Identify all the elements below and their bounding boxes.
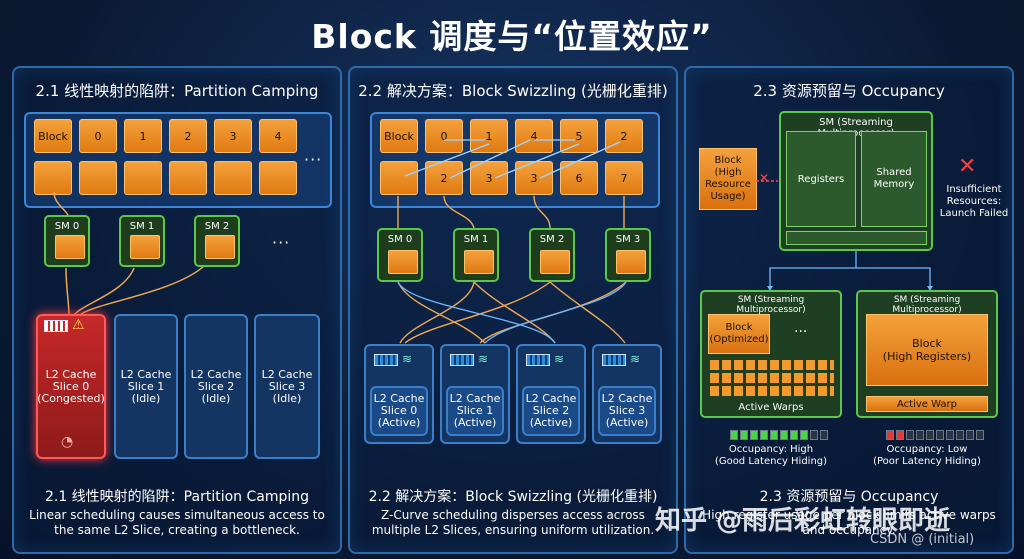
insufficient-text: Insufficient Resources: Launch Failed — [939, 184, 1009, 219]
flow-arrows — [53, 191, 205, 320]
l2-slice-2: L2 Cache Slice 2 (Idle) — [184, 314, 248, 459]
csdn-mark: CSDN @ (initial) — [870, 532, 975, 547]
congestion-icon: ⚠ — [44, 317, 98, 333]
panel-partition-camping: 2.1 线性映射的陷阱：Partition Camping Block 0 1 … — [12, 66, 342, 554]
grid-block — [259, 161, 297, 195]
ellipsis: ··· — [272, 233, 291, 252]
occupancy-high: Occupancy: High — [728, 444, 814, 455]
caption-title: 2.2 解决方案：Block Swizzling (光栅化重排) — [368, 489, 658, 505]
ellipsis: ··· — [304, 150, 323, 169]
grid-block: 1 — [124, 119, 162, 153]
block-high-registers: Block (High Registers) — [866, 314, 988, 386]
caption-line: Linear scheduling causes simultaneous ac… — [29, 508, 325, 522]
sm-0: SM 0 — [44, 215, 90, 267]
occupancy-high-meter — [730, 430, 828, 440]
occupancy-low-note: (Poor Latency Hiding) — [873, 456, 981, 467]
grid-block — [214, 161, 252, 195]
sm-3: SM 3 — [605, 228, 651, 282]
grid-block — [124, 161, 162, 195]
grid-block: 4 — [515, 119, 553, 153]
registers-block: Registers — [786, 131, 856, 227]
fail-x-icon: ✕ — [958, 154, 977, 179]
panel-occupancy: 2.3 资源预留与 Occupancy Block (High Resource… — [684, 66, 1014, 554]
grid-block — [79, 161, 117, 195]
panel-title: 2.2 解决方案：Block Swizzling (光栅化重排) — [358, 82, 668, 100]
grid-block: 4 — [259, 119, 297, 153]
swizzle-arrows — [397, 139, 627, 344]
l2-slice-3: L2 Cache Slice 3 (Idle) — [254, 314, 320, 459]
block-optimized: Block (Optimized) — [708, 314, 770, 354]
grid-block: 3 — [214, 119, 252, 153]
l2-slice-1: L2 Cache Slice 1 (Active) — [446, 386, 504, 436]
l2-slice-0: L2 Cache Slice 0 (Active) — [370, 386, 428, 436]
sm-1: SM 1 — [119, 215, 165, 267]
panel-block-swizzling: 2.2 解决方案：Block Swizzling (光栅化重排) Block 0… — [348, 66, 678, 554]
shared-memory-block: Shared Memory — [861, 131, 927, 227]
occupancy-high-note: (Good Latency Hiding) — [714, 456, 828, 467]
active-warps-label: Active Warps — [738, 402, 804, 413]
activity-icon: ≋ — [374, 353, 412, 366]
occupancy-low-meter — [886, 430, 984, 440]
grid-block — [34, 161, 72, 195]
grid-block: 2 — [605, 119, 643, 153]
activity-icon: ≋ — [602, 353, 640, 366]
panel-title: 2.1 线性映射的陷阱：Partition Camping — [35, 82, 319, 100]
blocked-arrow — [756, 180, 778, 182]
sm-0: SM 0 — [377, 228, 423, 282]
grid-block: Block — [34, 119, 72, 153]
grid-block: 2 — [425, 161, 463, 195]
activity-icon: ≋ — [526, 353, 564, 366]
active-warp: Active Warp — [866, 396, 988, 412]
panel-title: 2.3 资源预留与 Occupancy — [753, 82, 945, 100]
split-connectors — [767, 251, 933, 291]
watermark: 知乎 @雨后彩虹转眼即逝 — [655, 506, 951, 536]
l2-slice-0: L2 Cache Slice 0 (Congested) — [36, 314, 106, 459]
l2-slice-3: L2 Cache Slice 3 (Active) — [598, 386, 656, 436]
sm-1: SM 1 — [453, 228, 499, 282]
grid-block: Block — [380, 119, 418, 153]
caption-line: multiple L2 Slices, ensuring uniform uti… — [371, 523, 655, 537]
grid-block: 3 — [470, 161, 508, 195]
blocked-arrow-icon: ✕ — [759, 171, 770, 185]
grid-block: 0 — [79, 119, 117, 153]
grid-block: 5 — [560, 119, 598, 153]
grid-block — [380, 161, 418, 195]
block-high-resource: Block (High Resource Usage) — [699, 148, 757, 210]
caption-line: High register usage per block limits act… — [702, 508, 996, 537]
l2-slice-1: L2 Cache Slice 1 (Idle) — [114, 314, 178, 459]
sm-2: SM 2 — [529, 228, 575, 282]
gauge-icon: ◔ — [61, 434, 74, 450]
ellipsis: ··· — [794, 324, 808, 340]
caption-line: Z-Curve scheduling disperses access acro… — [381, 508, 645, 522]
caption-title: 2.1 线性映射的陷阱：Partition Camping — [44, 489, 310, 505]
grid-block — [169, 161, 207, 195]
activity-icon: ≋ — [450, 353, 488, 366]
grid-block: 2 — [169, 119, 207, 153]
occupancy-low: Occupancy: Low — [886, 444, 968, 455]
page-title: Block 调度与“位置效应” — [311, 17, 713, 56]
sm-left: SM (Streaming Multiprocessor) — [700, 290, 842, 418]
grid-block: 0 — [425, 119, 463, 153]
grid-block: 1 — [470, 119, 508, 153]
caption-line: the same L2 Slice, creating a bottleneck… — [54, 523, 300, 537]
sm-bar — [786, 231, 927, 245]
grid-block: 7 — [605, 161, 643, 195]
warp-grid — [710, 360, 834, 396]
caption-title: 2.3 资源预留与 Occupancy — [759, 489, 939, 505]
sm-2: SM 2 — [194, 215, 240, 267]
l2-slice-2: L2 Cache Slice 2 (Active) — [522, 386, 580, 436]
